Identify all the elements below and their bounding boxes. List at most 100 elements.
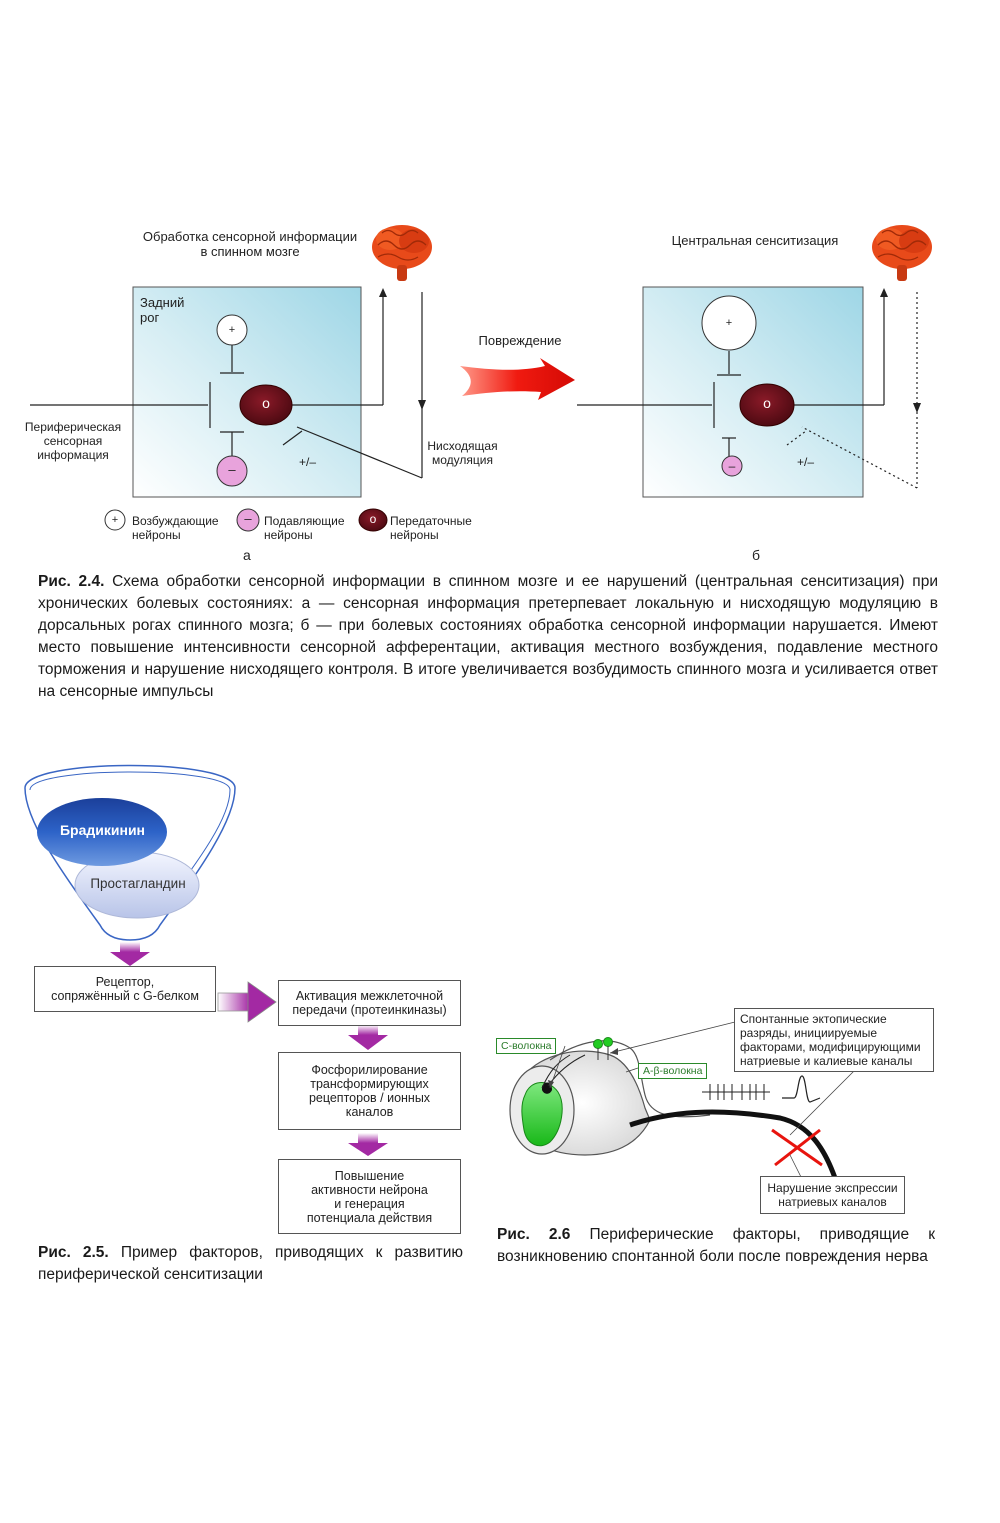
expression-line1: Нарушение экспрессии bbox=[767, 1181, 898, 1195]
c-fiber-terminal-icon bbox=[593, 1039, 603, 1049]
c-fiber-terminal-icon bbox=[603, 1037, 613, 1047]
panel-a-wiring bbox=[30, 292, 423, 479]
ectopic-line3: факторами, модифицирующими bbox=[740, 1040, 921, 1054]
figure-2-4-caption-label: Рис. 2.4. bbox=[38, 573, 105, 590]
inhibitory-neuron-b bbox=[721, 455, 743, 477]
descending-dotted-b bbox=[786, 292, 918, 489]
relay-neuron-b bbox=[739, 383, 795, 427]
activation-box: Активация межклеточной передачи (протеин… bbox=[278, 980, 461, 1026]
brain-icon bbox=[872, 225, 932, 281]
axon bbox=[629, 1109, 838, 1179]
excitatory-sign-b: + bbox=[725, 317, 733, 329]
legend-relay-icon bbox=[358, 508, 388, 532]
arrow-down-icon bbox=[418, 400, 426, 410]
peripheral-line2: сенсорная bbox=[43, 434, 103, 448]
descending-modulation-label: Нисходящая модуляция bbox=[415, 439, 510, 467]
legend-inhibitory-icon bbox=[236, 508, 260, 532]
flow-arrow-icon bbox=[110, 942, 150, 966]
modulation-sign-b: +/– bbox=[797, 455, 815, 469]
brain-icon bbox=[372, 225, 432, 281]
inhibitory-sign-a: – bbox=[228, 462, 236, 477]
legend-excitatory-line1: Возбуждающие bbox=[132, 514, 219, 528]
legend-inhibitory-line1: Подавляющие bbox=[264, 514, 345, 528]
relay-sign-b: о bbox=[763, 395, 771, 411]
side-flow-arrow-icon bbox=[217, 981, 277, 1023]
phos-line2: трансформирующих bbox=[310, 1077, 429, 1091]
receptor-line1: Рецептор, bbox=[95, 975, 155, 989]
descending-line2: модуляция bbox=[432, 453, 493, 467]
panel-b-title: Центральная сенситизация bbox=[671, 233, 839, 248]
peripheral-line1: Периферическая bbox=[24, 420, 122, 434]
relay-neuron-a bbox=[239, 384, 293, 426]
increase-line1: Повышение bbox=[334, 1168, 405, 1183]
neuron-activity-box: Повышение активности нейрона и генерация… bbox=[278, 1159, 461, 1234]
figure-2-5-caption-text: Пример факторов, приводящих к развитию п… bbox=[38, 1244, 463, 1283]
injury-label: Повреждение bbox=[478, 333, 562, 348]
legend-relay-line2: нейроны bbox=[390, 528, 439, 542]
increase-line3: и генерация bbox=[334, 1196, 405, 1211]
panel-b-letter: б bbox=[752, 547, 761, 563]
panel-a-title-line2: в спинном мозге bbox=[200, 244, 300, 259]
action-potential-icon bbox=[782, 1075, 821, 1103]
ectopic-line2: разряды, инициируемые bbox=[740, 1026, 877, 1040]
legend-relay-line1: Передаточные bbox=[390, 514, 472, 528]
figure-2-5-diagram bbox=[24, 764, 388, 1156]
relay-sign-a: о bbox=[262, 395, 270, 411]
expression-line2: натриевых каналов bbox=[778, 1195, 887, 1209]
figure-2-5-caption-label: Рис. 2.5. bbox=[38, 1244, 109, 1261]
ectopic-line1: Спонтанные эктопические bbox=[740, 1012, 887, 1026]
figure-2-4-diagram bbox=[30, 225, 932, 532]
legend-excitatory-line2: нейроны bbox=[132, 528, 181, 542]
peripheral-info-label: Периферическая сенсорная информация bbox=[18, 420, 128, 462]
inhibitory-neuron-a bbox=[216, 455, 248, 487]
sodium-expression-box: Нарушение экспрессии натриевых каналов bbox=[760, 1176, 905, 1214]
dorsal-horn-line2: рог bbox=[140, 310, 160, 325]
bradykinin-blob bbox=[37, 798, 167, 866]
figure-2-6-caption-text: Периферические факторы, приводящие к воз… bbox=[497, 1226, 935, 1265]
ectopic-line4: натриевые и калиевые каналы bbox=[740, 1054, 913, 1068]
activation-line2: передачи (протеинкиназы) bbox=[292, 1003, 447, 1017]
panel-a-title-line1: Обработка сенсорной информации bbox=[142, 229, 358, 244]
dorsal-horn-line1: Задний bbox=[140, 295, 185, 310]
arrow-down-icon bbox=[913, 403, 921, 413]
inhibitory-sign-b: – bbox=[728, 459, 736, 473]
figure-2-6-caption: Рис. 2.6 Периферические факторы, приводя… bbox=[497, 1224, 935, 1268]
spike-train-icon bbox=[702, 1084, 770, 1100]
excitatory-sign-a: + bbox=[228, 324, 236, 336]
modulation-sign-a: +/– bbox=[299, 455, 317, 469]
dorsal-horn-label: Задний рог bbox=[140, 295, 184, 325]
phos-line1: Фосфорилирование bbox=[311, 1063, 428, 1077]
panel-a-letter: а bbox=[243, 547, 251, 563]
phosphorylation-box: Фосфорилирование трансформирующих рецепт… bbox=[278, 1052, 461, 1130]
legend-inhibitory-sign: – bbox=[244, 511, 252, 526]
legend-excitatory-label: Возбуждающие нейроны bbox=[132, 514, 219, 542]
legend-excitatory-sign: + bbox=[111, 514, 119, 526]
peripheral-line3: информация bbox=[37, 448, 109, 462]
panel-b-wiring bbox=[577, 292, 885, 456]
increase-line2: активности нейрона bbox=[311, 1182, 428, 1197]
arrow-up-icon bbox=[880, 288, 888, 297]
prostaglandin-label: Простагландин bbox=[90, 876, 186, 891]
figure-2-6-caption-label: Рис. 2.6 bbox=[497, 1226, 571, 1243]
phos-line4: каналов bbox=[345, 1105, 394, 1119]
c-fiber-label: C-волокна bbox=[496, 1038, 557, 1054]
flow-arrow-icon bbox=[348, 1133, 388, 1156]
increase-line4: потенциала действия bbox=[306, 1210, 433, 1225]
legend-excitatory-icon bbox=[104, 509, 126, 531]
excitatory-neuron-b bbox=[701, 295, 757, 351]
legend-inhibitory-label: Подавляющие нейроны bbox=[264, 514, 345, 542]
injury-arrow-icon bbox=[460, 358, 575, 400]
flow-arrow-icon bbox=[348, 1025, 388, 1050]
ectopic-discharge-box: Спонтанные эктопические разряды, инициир… bbox=[734, 1008, 934, 1072]
a-beta-fiber-label: А-β-волокна bbox=[638, 1063, 708, 1079]
receptor-box: Рецептор, сопряжённый с G-белком bbox=[34, 966, 216, 1012]
figure-2-4-caption-text: Схема обработки сенсорной информации в с… bbox=[38, 573, 938, 700]
red-cross-icon bbox=[771, 1128, 823, 1167]
legend-inhibitory-line2: нейроны bbox=[264, 528, 313, 542]
figure-2-5-caption: Рис. 2.5. Пример факторов, приводящих к … bbox=[38, 1242, 463, 1286]
panel-a-title: Обработка сенсорной информации в спинном… bbox=[120, 229, 380, 259]
excitatory-neuron-a bbox=[216, 314, 248, 346]
receptor-line2: сопряжённый с G-белком bbox=[51, 989, 199, 1003]
figure-2-4-caption: Рис. 2.4. Схема обработки сенсорной инфо… bbox=[38, 571, 938, 703]
phos-line3: рецепторов / ионных bbox=[308, 1091, 431, 1105]
